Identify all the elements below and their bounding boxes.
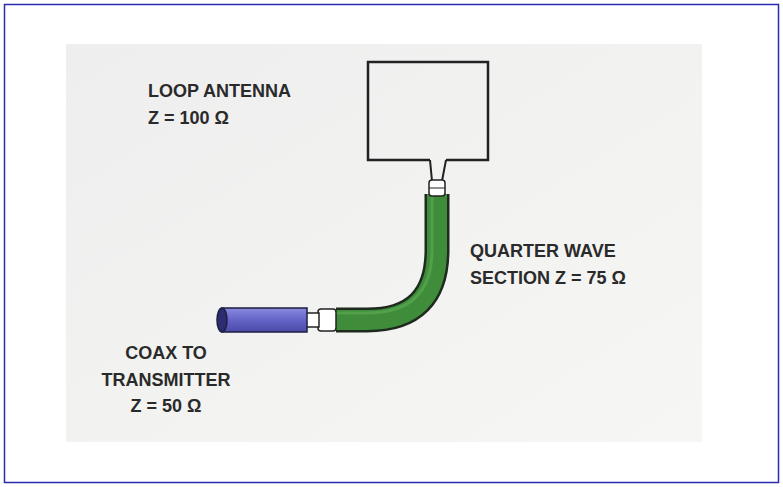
loop-antenna: [368, 62, 488, 181]
part-label: COAX TO: [125, 342, 207, 364]
coax-highlight: [336, 196, 432, 313]
part-label: Z = 50 Ω: [131, 395, 202, 417]
part-label: SECTION Z = 75 Ω: [470, 267, 626, 289]
coax-connector: [318, 309, 336, 331]
part-label: QUARTER WAVE: [470, 240, 616, 262]
part-label: TRANSMITTER: [102, 369, 231, 391]
page-frame: [5, 5, 779, 483]
antenna-connector: [429, 180, 445, 196]
part-label: Z = 100 Ω: [148, 107, 229, 129]
scan-ground: [66, 44, 702, 442]
connector-line: [429, 188, 445, 189]
coax-connector: [306, 313, 319, 327]
coax-cable: [222, 308, 307, 332]
coax-end: [217, 308, 227, 332]
quarter-wave-section: [336, 194, 437, 320]
part-label: LOOP ANTENNA: [148, 80, 291, 102]
quarter-wave-outline: [336, 194, 437, 320]
